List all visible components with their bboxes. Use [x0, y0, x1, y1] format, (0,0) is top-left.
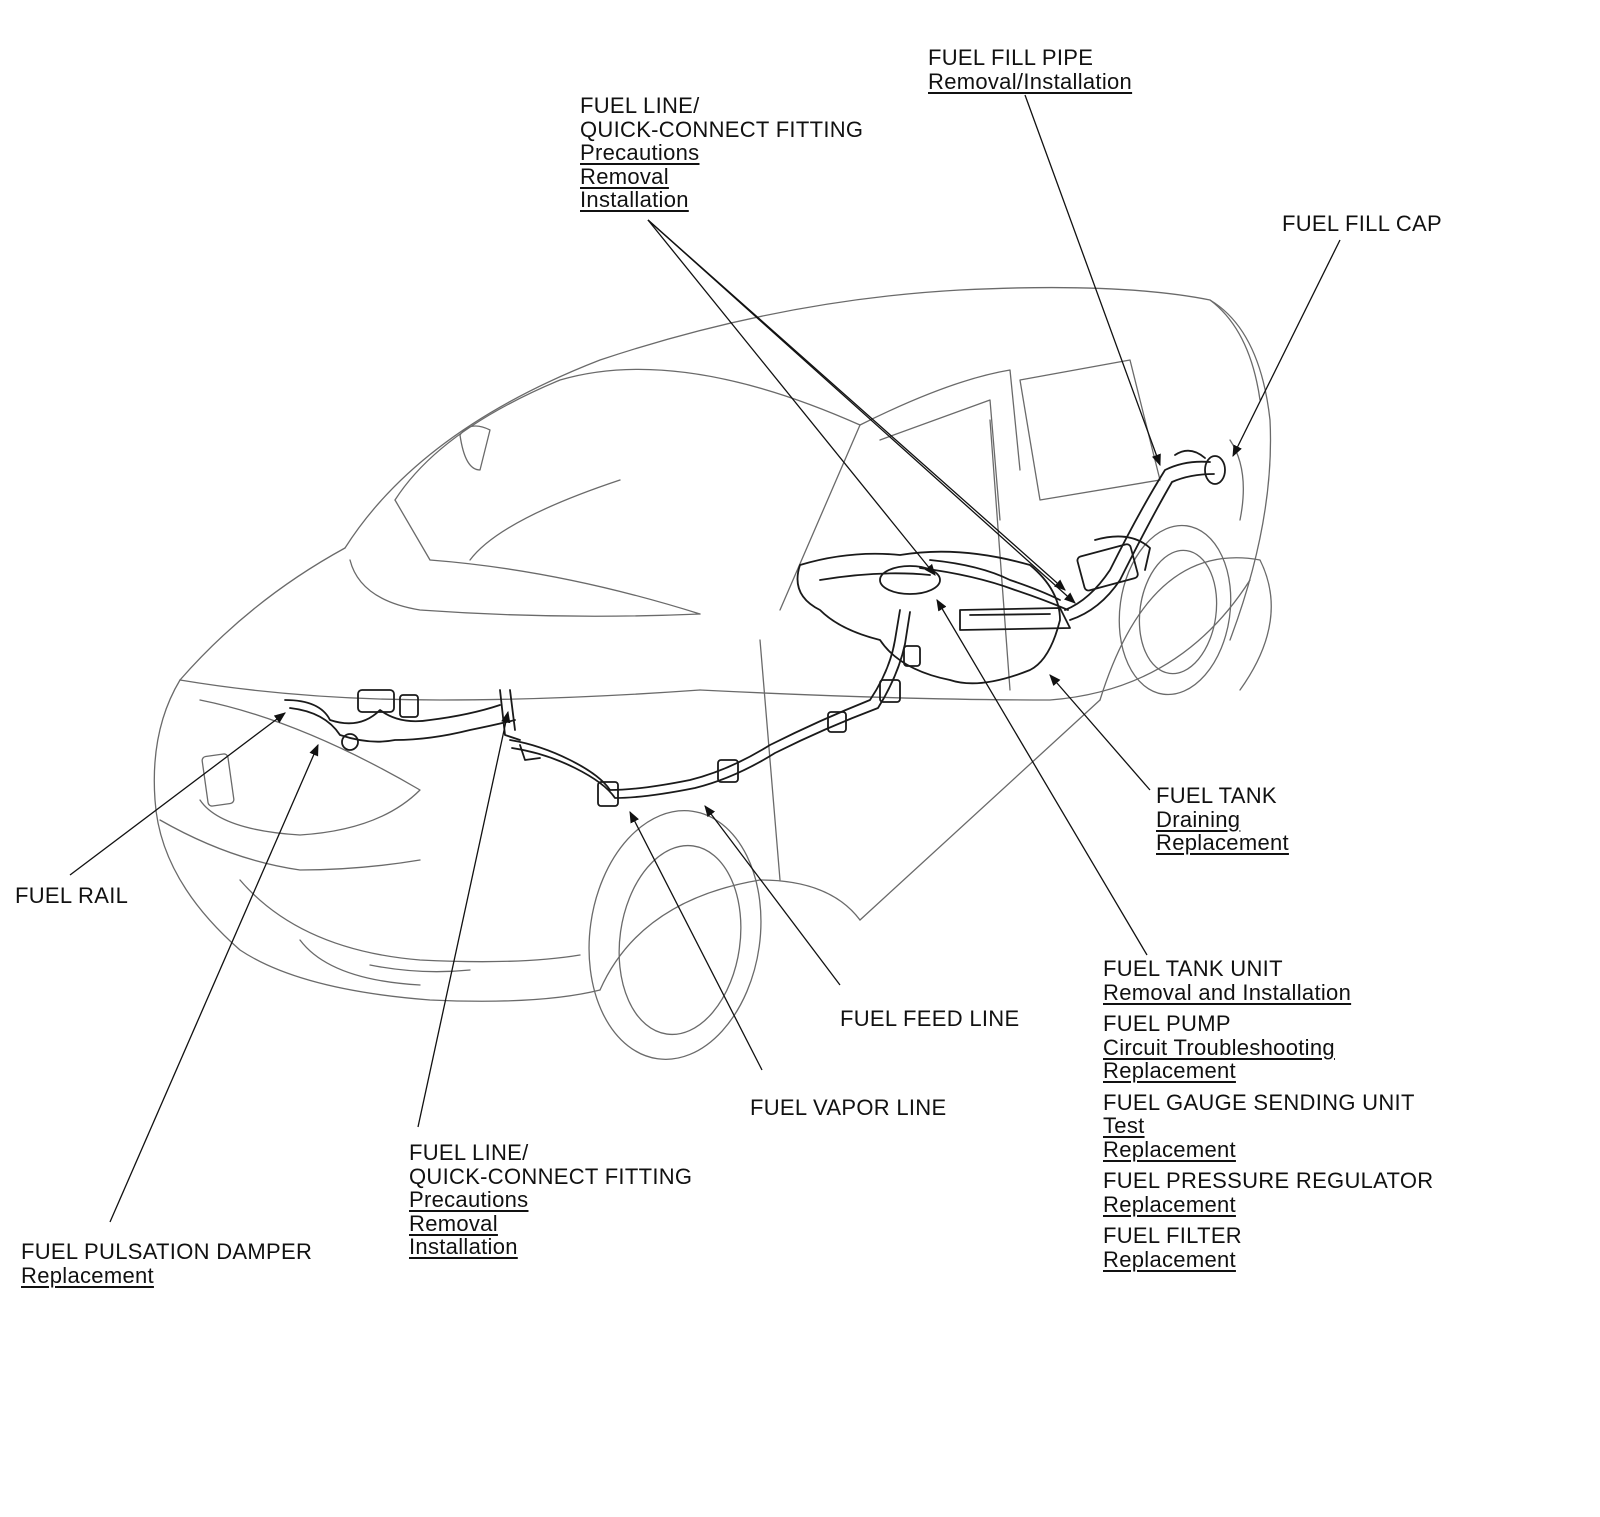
leader-fuel-line-bottom: [417, 710, 511, 1128]
fuel-line-bottom-precautions-link[interactable]: Precautions: [409, 1187, 529, 1212]
fuel-filter-title: FUEL FILTER: [1103, 1223, 1242, 1248]
leader-fuel-fill-pipe: [1024, 94, 1161, 467]
fuel-filter-group: FUEL FILTER Replacement: [1103, 1224, 1433, 1271]
leader-fuel-pulsation-damper: [109, 743, 319, 1223]
fuel-line-top-removal-link[interactable]: Removal: [580, 163, 669, 189]
leader-fuel-fill-cap: [1232, 239, 1341, 458]
callout-fuel-tank-unit-group: FUEL TANK UNIT Removal and Installation …: [1103, 957, 1433, 1271]
fuel-gauge-sending-unit-title: FUEL GAUGE SENDING UNIT: [1103, 1089, 1415, 1115]
leader-lines: [69, 94, 1341, 1223]
fuel-line-top-title-1: FUEL LINE/: [580, 93, 700, 118]
fuel-line-top-installation-link[interactable]: Installation: [580, 187, 689, 212]
fuel-pump-group: FUEL PUMP Circuit Troubleshooting Replac…: [1103, 1012, 1433, 1083]
callout-fuel-line-bottom: FUEL LINE/ QUICK-CONNECT FITTING Precaut…: [409, 1141, 692, 1259]
fuel-gauge-sending-unit-replacement-link[interactable]: Replacement: [1103, 1136, 1236, 1162]
fuel-rail-title: FUEL RAIL: [15, 883, 129, 908]
callout-fuel-fill-cap: FUEL FILL CAP: [1282, 212, 1442, 236]
leader-fuel-rail: [69, 712, 286, 876]
fuel-pump-circuit-troubleshooting-link[interactable]: Circuit Troubleshooting: [1103, 1034, 1335, 1060]
callout-fuel-tank: FUEL TANK Draining Replacement: [1156, 784, 1289, 855]
fuel-tank-draining-link[interactable]: Draining: [1156, 806, 1241, 832]
callout-fuel-rail: FUEL RAIL: [15, 884, 128, 908]
leader-fuel-tank: [1049, 674, 1151, 791]
fuel-line-bottom-removal-link[interactable]: Removal: [409, 1210, 498, 1236]
fuel-vapor-line-title: FUEL VAPOR LINE: [750, 1095, 947, 1120]
fuel-tank-title: FUEL TANK: [1156, 783, 1277, 808]
fuel-pump-title: FUEL PUMP: [1103, 1011, 1231, 1036]
fuel-pressure-regulator-title: FUEL PRESSURE REGULATOR: [1103, 1168, 1434, 1193]
callout-fuel-pulsation-damper: FUEL PULSATION DAMPER Replacement: [21, 1240, 312, 1287]
fuel-line-bottom-title-1: FUEL LINE/: [409, 1140, 529, 1165]
fuel-pulsation-damper-title: FUEL PULSATION DAMPER: [21, 1239, 313, 1264]
fuel-tank-unit-group: FUEL TANK UNIT Removal and Installation: [1103, 957, 1433, 1004]
callout-fuel-fill-pipe: FUEL FILL PIPE Removal/Installation: [928, 46, 1132, 93]
callout-fuel-line-top: FUEL LINE/ QUICK-CONNECT FITTING Precaut…: [580, 94, 863, 212]
fuel-gauge-sending-unit-group: FUEL GAUGE SENDING UNIT Test Replacement: [1103, 1089, 1433, 1162]
fuel-gauge-sending-unit-test-link[interactable]: Test: [1103, 1113, 1145, 1138]
fuel-tank-replacement-link[interactable]: Replacement: [1156, 830, 1289, 855]
leader-fuel-vapor-line: [629, 810, 763, 1071]
fuel-feed-line-title: FUEL FEED LINE: [840, 1006, 1020, 1031]
fuel-system-components: [284, 449, 1226, 807]
fuel-tank-unit-title: FUEL TANK UNIT: [1103, 956, 1283, 981]
fuel-fill-pipe-removal-installation-link[interactable]: Removal/Installation: [928, 68, 1133, 94]
car-outline: [153, 286, 1272, 1060]
fuel-pulsation-damper-replacement-link[interactable]: Replacement: [21, 1262, 154, 1288]
fuel-pressure-regulator-replacement-link[interactable]: Replacement: [1103, 1191, 1236, 1217]
callout-fuel-feed-line: FUEL FEED LINE: [840, 1007, 1019, 1031]
fuel-line-bottom-installation-link[interactable]: Installation: [409, 1234, 518, 1259]
fuel-fill-cap-title: FUEL FILL CAP: [1282, 211, 1442, 236]
leader-fuel-line-top-3: [647, 219, 1076, 604]
fuel-fill-pipe-title: FUEL FILL PIPE: [928, 45, 1094, 70]
leader-fuel-feed-line: [704, 805, 841, 986]
fuel-line-top-precautions-link[interactable]: Precautions: [580, 140, 700, 165]
fuel-filter-replacement-link[interactable]: Replacement: [1103, 1246, 1236, 1272]
callout-fuel-vapor-line: FUEL VAPOR LINE: [750, 1096, 946, 1120]
fuel-line-bottom-title-2: QUICK-CONNECT FITTING: [409, 1163, 693, 1189]
fuel-tank-unit-removal-installation-link[interactable]: Removal and Installation: [1103, 979, 1352, 1005]
fuel-pressure-regulator-group: FUEL PRESSURE REGULATOR Replacement: [1103, 1169, 1433, 1216]
fuel-pump-replacement-link[interactable]: Replacement: [1103, 1058, 1236, 1083]
fuel-line-top-title-2: QUICK-CONNECT FITTING: [580, 116, 864, 142]
leader-fuel-line-top-1: [647, 219, 936, 576]
leader-fuel-tank-unit: [936, 598, 1148, 956]
